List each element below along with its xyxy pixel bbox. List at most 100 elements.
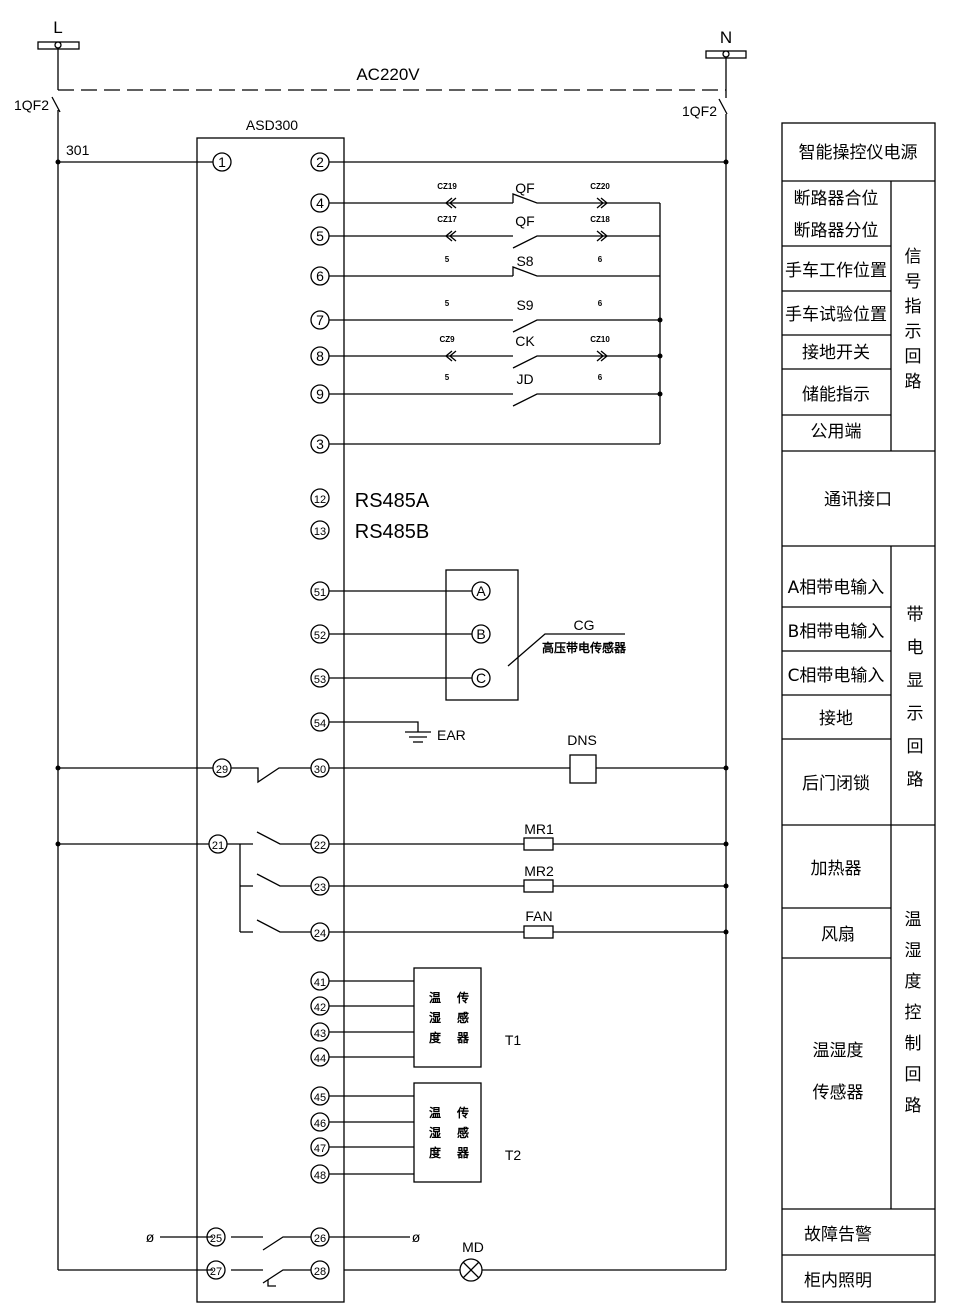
contact-label: QF [515, 213, 534, 229]
supply-voltage: AC220V [356, 65, 420, 84]
terminal-symbol-right: ø [412, 1229, 421, 1245]
terminal-label: 48 [314, 1170, 326, 1182]
terminal-left-label: 5 [445, 255, 450, 264]
legend-group-char: 路 [905, 1096, 922, 1116]
junction-dot [723, 841, 729, 847]
no-contact [512, 393, 660, 407]
terminal-label: 13 [314, 526, 326, 538]
legend-group-char: 示 [907, 704, 924, 724]
legend-row-label: 故障告警 [804, 1225, 872, 1245]
no-contact [512, 355, 660, 369]
terminal-label: 43 [314, 1028, 326, 1040]
terminal-23 [310, 876, 330, 896]
terminal-label: 2 [316, 154, 324, 170]
terminal-label: 30 [314, 764, 326, 776]
heater1-symbol [523, 837, 554, 851]
terminal-28 [310, 1260, 330, 1280]
th-sensor-tag: T1 [505, 1032, 522, 1048]
legend-row-label: 智能操控仪电源 [799, 143, 918, 163]
breaker-right-label: 1QF2 [682, 103, 717, 119]
terminal-right-label: 6 [598, 299, 603, 308]
terminal-label: 29 [216, 764, 228, 776]
terminal-left-label: CZ17 [437, 215, 457, 224]
th-sensor-char: 感 [457, 1125, 469, 1140]
legend-row-label: A相带电输入 [788, 578, 885, 598]
terminal-label: 23 [314, 882, 326, 894]
terminal-label: 12 [314, 494, 326, 506]
ground-label: EAR [437, 727, 466, 743]
terminal-left-label: 5 [445, 373, 450, 382]
contact-label: CK [515, 333, 535, 349]
terminal-label: 6 [316, 268, 324, 284]
legend-group-char: 回 [905, 1065, 922, 1085]
terminal-right-label: CZ20 [590, 182, 610, 191]
terminal-right-label: CZ18 [590, 215, 610, 224]
terminal-left-label: CZ9 [439, 335, 455, 344]
terminal-26 [310, 1227, 330, 1247]
terminal-label: 21 [212, 840, 224, 852]
terminal-right-label: 6 [598, 255, 603, 264]
legend-border [781, 122, 936, 1303]
terminal-left-label: 5 [445, 299, 450, 308]
terminal-44 [310, 1047, 330, 1067]
legend-row-label: 断路器合位 [794, 189, 879, 209]
loads: DNS MR1 MR2 FAN MD ø ø [146, 732, 597, 1282]
legend-table: 智能操控仪电源断路器合位断路器分位手车工作位置手车试验位置接地开关储能指示公用端… [781, 122, 936, 1303]
switch-contact [256, 919, 311, 933]
terminal-label: 27 [210, 1266, 222, 1278]
terminal-30 [310, 758, 330, 778]
legend-group-char: 回 [907, 737, 924, 757]
plug-icon [444, 197, 453, 209]
terminal-label: 3 [316, 436, 324, 452]
no-contact [512, 235, 660, 249]
heater2-label: MR2 [524, 863, 554, 879]
junction-dot [723, 883, 729, 889]
fan-label: FAN [525, 908, 552, 924]
junction-dot [55, 159, 61, 165]
rs485b-label: RS485B [355, 521, 430, 543]
neutral-label: N [720, 28, 732, 47]
terminal-45 [310, 1086, 330, 1106]
terminal-47 [310, 1137, 330, 1157]
terminal-label: 5 [316, 228, 324, 244]
legend-row-label: 传感器 [813, 1083, 864, 1103]
junction-dot [657, 353, 663, 359]
terminal-label: 1 [218, 154, 226, 170]
legend-group-char: 控 [905, 1003, 922, 1023]
lamp-label: MD [462, 1239, 484, 1255]
terminal-21 [208, 834, 228, 854]
terminal-48 [310, 1164, 330, 1184]
legend-row-label: 温湿度 [813, 1041, 864, 1061]
socket-icon [600, 197, 609, 209]
legend-group-char: 电 [907, 638, 924, 658]
terminal-symbol-left: ø [146, 1229, 155, 1245]
terminal-12 [310, 488, 330, 508]
th-sensor-char: 器 [456, 1031, 470, 1045]
terminal-label: 54 [314, 718, 326, 730]
terminal-label: 53 [314, 674, 326, 686]
contact-label: JD [516, 371, 533, 387]
breaker-left-contact [51, 96, 61, 113]
legend-group-char: 温 [905, 910, 922, 930]
terminal-42 [310, 996, 330, 1016]
terminal-label: 45 [314, 1092, 326, 1104]
wire [231, 767, 311, 784]
legend-row-label: 接地 [819, 709, 853, 729]
terminal-label: 28 [314, 1266, 326, 1278]
socket-icon [596, 230, 605, 242]
terminals: 1292125272456789312135152535430222324414… [206, 152, 330, 1280]
legend-row-label: 柜内照明 [804, 1271, 872, 1291]
th-sensor-char: 温 [429, 991, 441, 1005]
device-box [196, 137, 345, 1303]
terminal-46 [310, 1112, 330, 1132]
terminal-43 [310, 1022, 330, 1042]
contact-label: S8 [516, 253, 533, 269]
legend-group-char: 湿 [905, 941, 922, 961]
contact-label: QF [515, 180, 534, 196]
terminal-label: 9 [316, 386, 324, 402]
terminal-22 [310, 834, 330, 854]
legend-group-char: 带 [907, 605, 924, 625]
contact-label: S9 [516, 297, 533, 313]
legend-row-label: 后门闭锁 [802, 774, 870, 794]
